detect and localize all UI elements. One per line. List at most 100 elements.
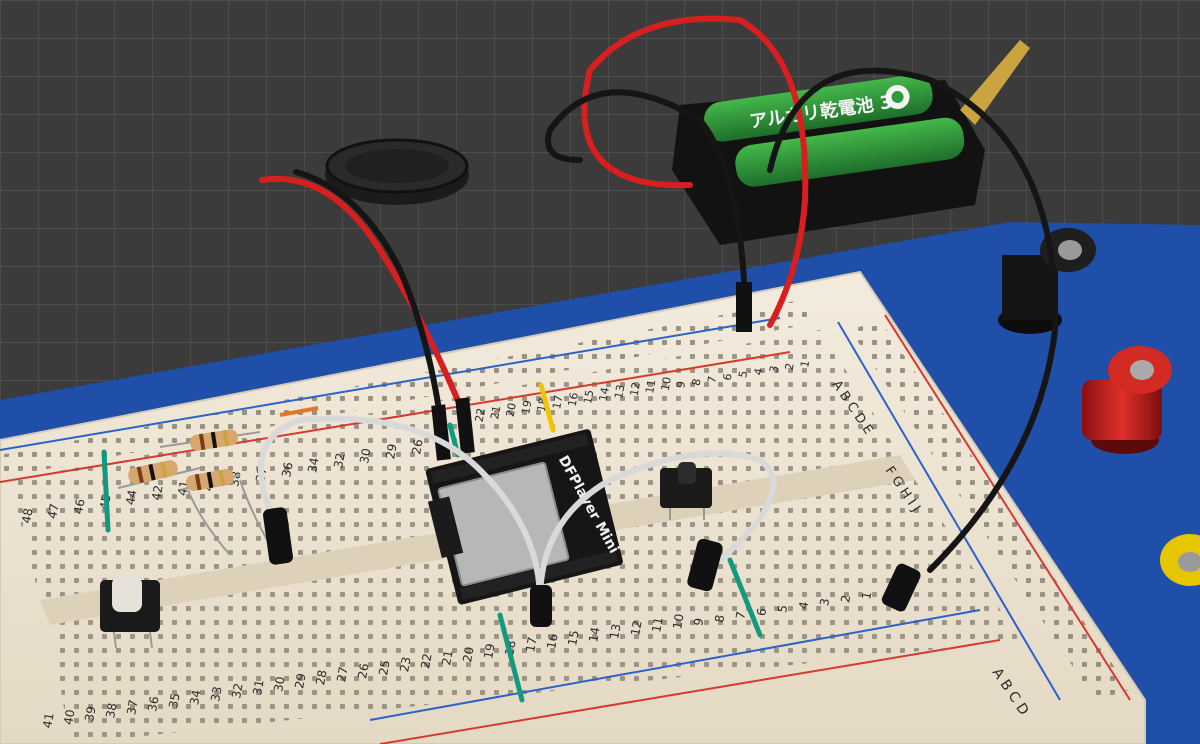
- pin-black-long: [881, 563, 921, 612]
- column-number: 15: [565, 629, 581, 646]
- wire-red-speaker: [259, 175, 471, 428]
- column-number: 29: [292, 672, 308, 689]
- column-number: 25: [376, 659, 392, 676]
- column-number: 17: [550, 394, 565, 410]
- column-number: 17: [523, 636, 539, 653]
- battery-holder: アルカリ乾電池 3: [672, 40, 1030, 245]
- column-number: 48: [19, 507, 35, 524]
- wire-black-battery: [545, 89, 748, 303]
- module-header-pins-top: [430, 433, 589, 484]
- column-number: 31: [250, 679, 266, 696]
- column-number: 14: [597, 386, 612, 402]
- jumper-green-center: [497, 612, 525, 703]
- binding-post-black: [998, 228, 1096, 334]
- column-number: 29: [383, 443, 399, 460]
- column-number: 15: [581, 389, 596, 405]
- column-number: 1: [859, 591, 874, 601]
- column-number: 1: [798, 359, 812, 368]
- jumper-yellow: [538, 382, 556, 433]
- speaker: [325, 138, 469, 205]
- pin-black-center: [530, 585, 552, 627]
- resistor-lead-orange: [279, 406, 319, 417]
- column-number: 38: [103, 702, 119, 719]
- column-number: 36: [279, 461, 295, 478]
- column-number: 8: [690, 378, 704, 387]
- column-number: 21: [488, 404, 503, 420]
- rail-line-red-bottom: [379, 639, 1001, 744]
- column-number: 11: [649, 616, 665, 633]
- column-number: 13: [612, 384, 627, 400]
- battery-bottom: [735, 117, 965, 187]
- column-number: 3: [767, 365, 781, 374]
- column-number: 39: [82, 705, 98, 722]
- column-number: 12: [628, 619, 644, 636]
- column-number: 27: [334, 666, 350, 683]
- column-number: 3: [817, 597, 832, 607]
- column-number: 4: [796, 600, 811, 610]
- binding-post-red: [1082, 346, 1172, 454]
- column-number: 16: [566, 391, 581, 407]
- column-number: 16: [544, 633, 560, 650]
- resistor-1: [159, 429, 261, 451]
- column-number: 30: [357, 447, 373, 464]
- column-number: 2: [783, 362, 797, 371]
- column-number: 6: [721, 372, 735, 381]
- column-number: 22: [473, 407, 488, 423]
- column-number: 46: [71, 498, 87, 515]
- pin-black-battery: [736, 282, 752, 332]
- column-number: 20: [504, 402, 519, 418]
- push-button-left: [100, 576, 160, 649]
- pin-black-white-right: [687, 538, 723, 592]
- column-number: 19: [519, 399, 534, 415]
- wire-black-speaker: [293, 169, 445, 433]
- column-number: 7: [705, 375, 719, 384]
- column-number: 11: [643, 378, 658, 394]
- pin-black-speaker-2: [455, 397, 475, 454]
- rail-line-blue-top: [0, 317, 781, 451]
- column-number: 44: [123, 489, 139, 506]
- column-number: 26: [409, 438, 425, 455]
- column-number: 5: [736, 370, 750, 379]
- column-number: 34: [305, 456, 321, 473]
- binding-post-yellow: [1160, 534, 1200, 586]
- rail-line-red-top: [0, 351, 791, 483]
- column-number: 2: [838, 594, 853, 604]
- column-number: 12: [628, 381, 643, 397]
- wire-red-battery: [581, 15, 809, 328]
- column-number: 14: [586, 626, 602, 643]
- wire-black-long: [767, 67, 1059, 573]
- column-number: 33: [208, 685, 224, 702]
- column-number: 9: [674, 380, 688, 389]
- column-number: 26: [355, 662, 371, 679]
- battery-top: [703, 74, 933, 142]
- column-number: 5: [775, 604, 790, 614]
- column-number: 40: [61, 708, 77, 725]
- jumper-green-left: [101, 449, 111, 533]
- resistor-2: [117, 460, 201, 489]
- column-number: 35: [166, 692, 182, 709]
- column-number: 6: [754, 607, 769, 617]
- column-number: 10: [659, 376, 674, 392]
- column-number: 32: [229, 682, 245, 699]
- push-button-right: [660, 462, 712, 520]
- column-number: 37: [124, 699, 140, 716]
- column-number: 42: [149, 484, 165, 501]
- rail-line-blue-bottom: [369, 609, 981, 721]
- column-number: 21: [439, 649, 455, 666]
- column-number: 32: [331, 452, 347, 469]
- column-number: 36: [145, 695, 161, 712]
- column-numbers-lower: 1234567891011121314151617181920212223252…: [40, 591, 874, 730]
- column-number: 41: [40, 712, 56, 729]
- wire-white-right: [537, 450, 777, 603]
- battery-terminal: [960, 40, 1030, 125]
- column-number: 8: [712, 614, 727, 624]
- column-number: 4: [752, 367, 766, 376]
- jumper-green-right: [727, 557, 763, 638]
- column-number: 28: [313, 669, 329, 686]
- wire-white-left: [257, 415, 543, 603]
- column-number: 34: [187, 689, 203, 706]
- column-number: 22: [418, 652, 434, 669]
- column-number: 30: [271, 675, 287, 692]
